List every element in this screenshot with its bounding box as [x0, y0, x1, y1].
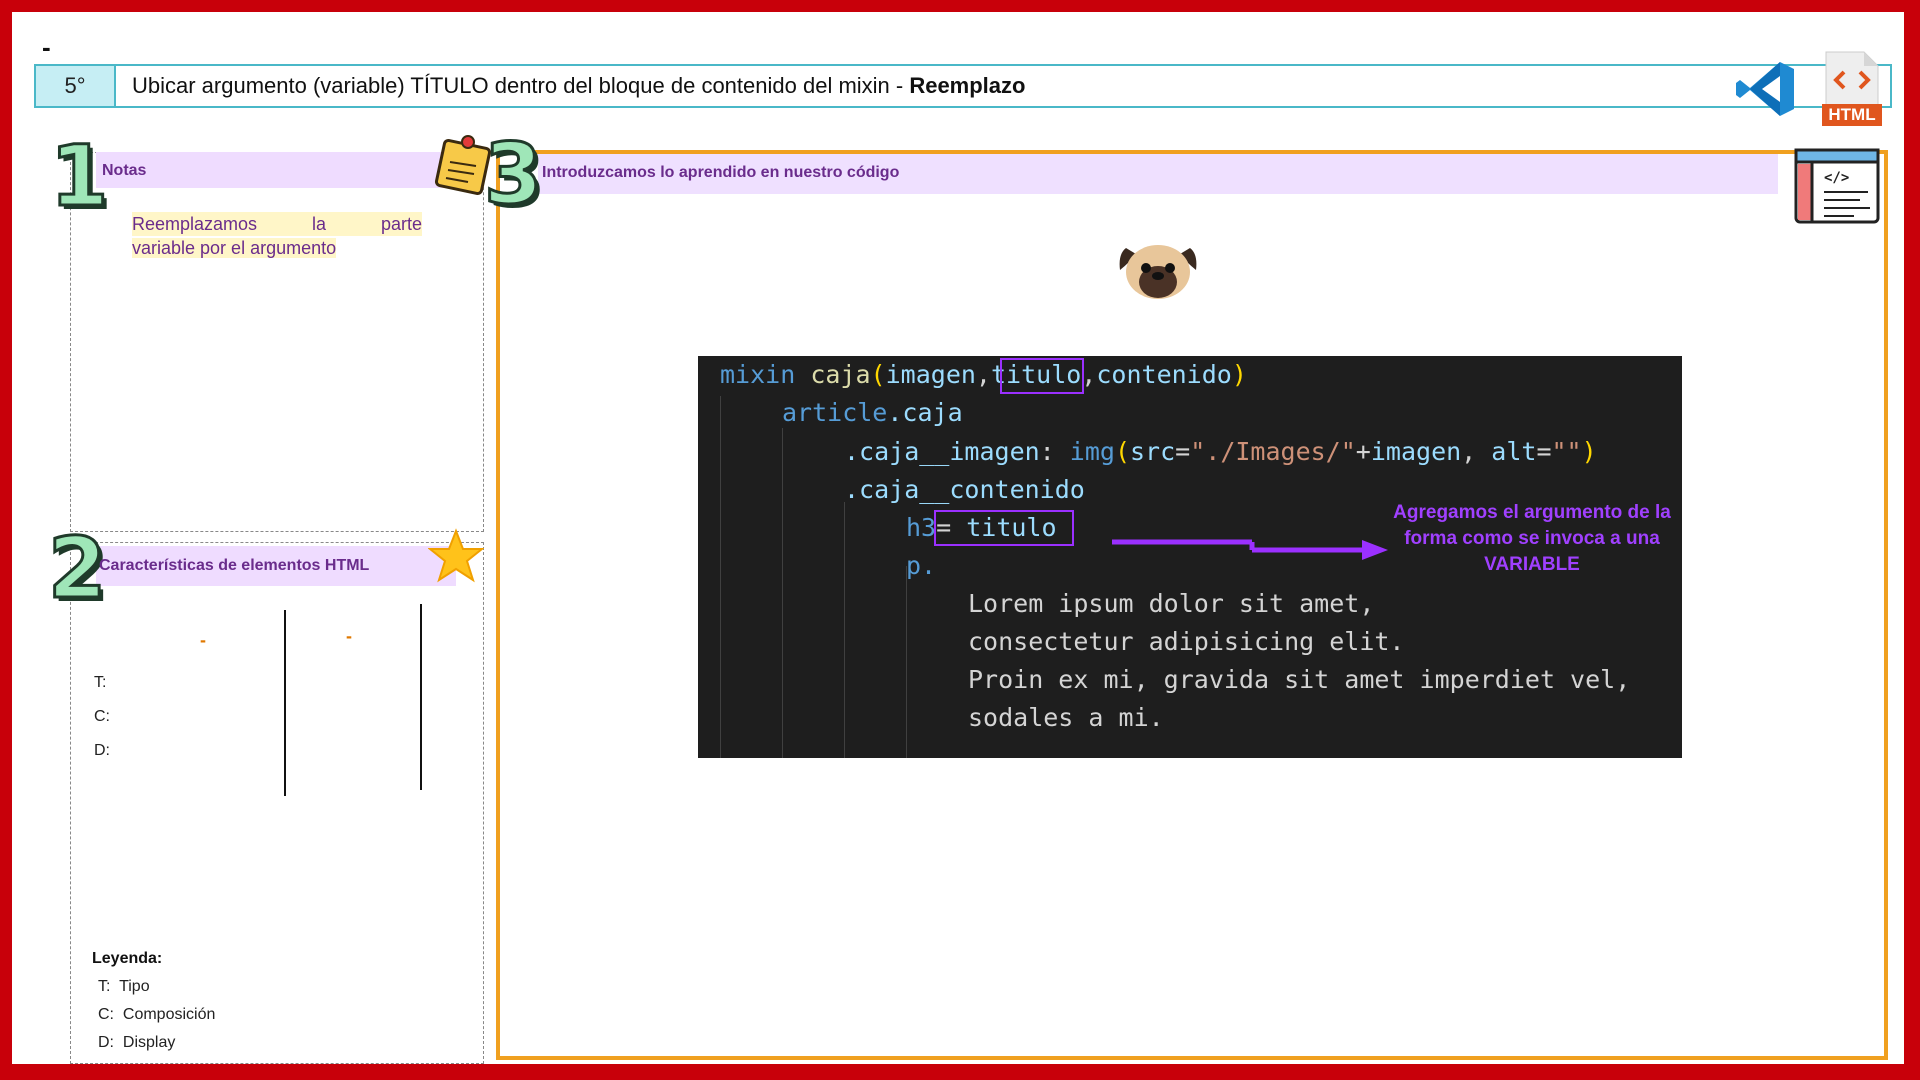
characteristics-title: Características de elementos HTML: [99, 557, 370, 574]
code-section-title: Introduzcamos lo aprendido en nuestro có…: [542, 164, 900, 181]
code-line-5: h3= titulo: [906, 513, 1057, 542]
callout-arrow: [1112, 534, 1392, 564]
indent-guide: [906, 566, 907, 758]
indent-guide: [782, 428, 783, 758]
row-label-display: D:: [94, 742, 110, 759]
section-number-2: 2: [46, 519, 107, 617]
sticky-note-icon: [432, 130, 494, 200]
code-editor-icon: </>: [1794, 148, 1880, 224]
legend-value: Composición: [122, 1006, 216, 1023]
svg-text:</>: </>: [1824, 170, 1849, 186]
callout-text: Agregamos el argumento de la forma como …: [1393, 502, 1671, 575]
notes-text: Reemplazamos la parte variable por el ar…: [132, 212, 422, 260]
notes-header: [96, 152, 446, 188]
header-title-bold: Reemplazo: [909, 73, 1026, 98]
header-title-main: Ubicar argumento (variable) TÍTULO dentr…: [132, 73, 910, 98]
legend-key: T:: [98, 978, 111, 995]
notes-line-1: Reemplazamos la parte: [132, 212, 422, 236]
code-line-8: consectetur adipisicing elit.: [968, 627, 1405, 656]
slide: - 5° Ubicar argumento (variable) TÍTULO …: [12, 12, 1904, 1064]
code-line-6: p.: [906, 551, 937, 580]
code-line-2: article.caja: [782, 398, 963, 427]
characteristics-header: [96, 546, 456, 586]
legend-key: D:: [98, 1034, 114, 1051]
code-section-box: [496, 150, 1888, 1060]
section-number-3: 3: [482, 125, 543, 223]
star-icon: [427, 528, 485, 584]
notes-box: [70, 152, 484, 532]
indent-guide: [844, 502, 845, 758]
code-line-9: Proin ex mi, gravida sit amet imperdiet …: [968, 665, 1631, 694]
code-line-4: .caja__contenido: [844, 475, 1085, 504]
html-badge: HTML: [1822, 104, 1882, 126]
top-dash: -: [42, 32, 51, 62]
code-line-3: .caja__imagen: img(src="./Images/"+image…: [844, 437, 1597, 466]
step-number: 5°: [36, 66, 116, 106]
highlight-titulo-variable: [934, 510, 1074, 546]
section-number-1: 1: [48, 127, 109, 225]
code-line-1: mixin caja(imagen,titulo,contenido): [720, 360, 1247, 389]
header-title: Ubicar argumento (variable) TÍTULO dentr…: [132, 66, 1025, 106]
row-label-type: T:: [94, 674, 107, 691]
notes-title: Notas: [102, 162, 147, 179]
pug-icon: [1116, 240, 1200, 302]
indent-guide: [720, 396, 721, 758]
legend-key: C:: [98, 1006, 114, 1023]
column-dash-1: -: [200, 630, 206, 650]
row-label-composition: C:: [94, 708, 110, 725]
legend-row-2: C: Composición: [98, 1006, 215, 1024]
vscode-icon: [1736, 60, 1798, 118]
characteristics-box: [70, 542, 484, 1064]
legend-row-1: T: Tipo: [98, 978, 150, 996]
code-line-10: sodales a mi.: [968, 703, 1164, 732]
column-dash-2: -: [346, 626, 352, 646]
code-block: mixin caja(imagen,titulo,contenido) arti…: [698, 356, 1682, 758]
header-bar: 5° Ubicar argumento (variable) TÍTULO de…: [34, 51, 1892, 126]
html-file-icon: HTML: [1820, 50, 1884, 130]
column-divider-2: [420, 604, 422, 790]
code-line-7: Lorem ipsum dolor sit amet,: [968, 589, 1375, 618]
code-section-header: [538, 154, 1778, 194]
legend-row-3: D: Display: [98, 1034, 175, 1052]
highlight-titulo-argument: [1000, 358, 1084, 394]
legend-value: Display: [122, 1034, 176, 1051]
column-divider-1: [284, 610, 286, 796]
legend-title: Leyenda:: [92, 950, 163, 967]
legend-value: Tipo: [119, 978, 150, 995]
notes-line-2: variable por el argumento: [132, 238, 337, 258]
